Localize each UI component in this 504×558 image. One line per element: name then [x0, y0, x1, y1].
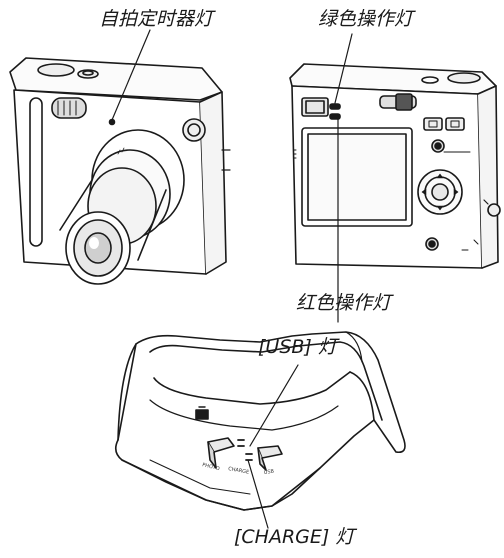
usb-lamp-leader — [249, 364, 299, 447]
red-operation-lamp-label: 红色操作灯 — [296, 292, 392, 314]
charge-lamp-label: [CHARGE] 灯 — [234, 526, 355, 548]
cradle-photo-text: PHOTO — [202, 462, 221, 472]
charge-lamp-leader — [247, 459, 269, 529]
green-lamp-leader — [334, 33, 353, 104]
green-operation-lamp-label: 绿色操作灯 — [318, 8, 414, 30]
self-timer-lamp-label: 自拍定时器灯 — [99, 8, 214, 30]
usb-lamp-label: [USB] 灯 — [258, 336, 337, 358]
cradle-charge-text: CHARGE — [228, 466, 250, 476]
usb-cradle — [114, 331, 406, 511]
camera-back — [289, 63, 501, 269]
self-timer-leader — [111, 29, 151, 121]
camera-front — [9, 57, 231, 285]
cradle-usb-text: USB — [263, 469, 275, 476]
